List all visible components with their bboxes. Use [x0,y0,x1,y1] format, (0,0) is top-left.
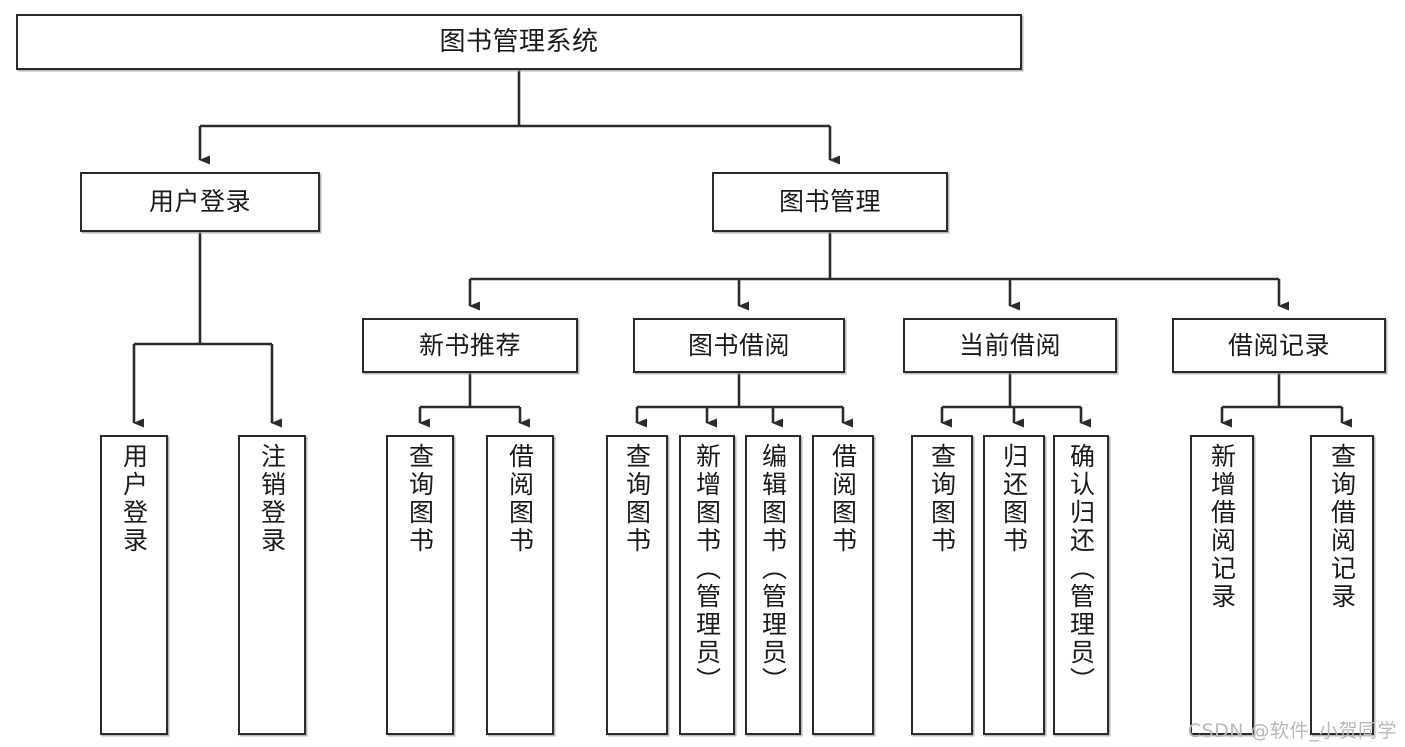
node-label: 查询图书 [622,443,652,555]
leaf-borrow-book-recommend[interactable]: 借阅图书 [486,435,554,735]
node-label: 用户登录 [119,443,149,555]
node-new-book-recommend[interactable]: 新书推荐 [362,318,578,373]
node-book-borrow[interactable]: 图书借阅 [633,318,845,373]
node-label: 用户登录 [148,187,251,217]
node-label: 图书借阅 [687,330,790,360]
node-label: 编辑图书（管理员） [758,443,788,695]
leaf-user-logout[interactable]: 注销登录 [238,435,306,735]
node-label: 确认归还（管理员） [1066,443,1096,695]
node-label: 借阅记录 [1227,330,1330,360]
node-label: 图书管理系统 [439,26,599,57]
node-label: 新增图书（管理员） [692,443,722,695]
leaf-return-book[interactable]: 归还图书 [983,435,1045,735]
leaf-query-book-borrow[interactable]: 查询图书 [606,435,668,735]
node-book-management[interactable]: 图书管理 [712,172,948,232]
node-label: 借阅图书 [828,443,858,555]
watermark-text: CSDN @软件_小贺同学 [1187,720,1397,742]
node-label: 新书推荐 [418,330,521,360]
node-borrow-record[interactable]: 借阅记录 [1172,318,1386,373]
leaf-query-book-current[interactable]: 查询图书 [911,435,973,735]
leaf-query-borrow-record[interactable]: 查询借阅记录 [1310,435,1374,735]
node-label: 查询图书 [927,443,957,555]
node-label: 注销登录 [257,443,287,555]
leaf-query-book-recommend[interactable]: 查询图书 [386,435,454,735]
leaf-confirm-return-admin[interactable]: 确认归还（管理员） [1053,435,1109,735]
node-label: 借阅图书 [505,443,535,555]
node-label: 查询借阅记录 [1327,443,1357,611]
node-label: 归还图书 [999,443,1029,555]
node-label: 查询图书 [405,443,435,555]
node-label: 当前借阅 [958,330,1061,360]
node-current-borrow[interactable]: 当前借阅 [903,318,1117,373]
leaf-add-book-admin[interactable]: 新增图书（管理员） [679,435,735,735]
node-label: 图书管理 [778,187,881,217]
node-user-login[interactable]: 用户登录 [80,172,320,232]
node-root-system[interactable]: 图书管理系统 [16,14,1022,70]
leaf-edit-book-admin[interactable]: 编辑图书（管理员） [745,435,801,735]
leaf-user-login[interactable]: 用户登录 [100,435,168,735]
leaf-borrow-book-borrow[interactable]: 借阅图书 [812,435,874,735]
leaf-add-borrow-record[interactable]: 新增借阅记录 [1190,435,1254,735]
node-label: 新增借阅记录 [1207,443,1237,611]
